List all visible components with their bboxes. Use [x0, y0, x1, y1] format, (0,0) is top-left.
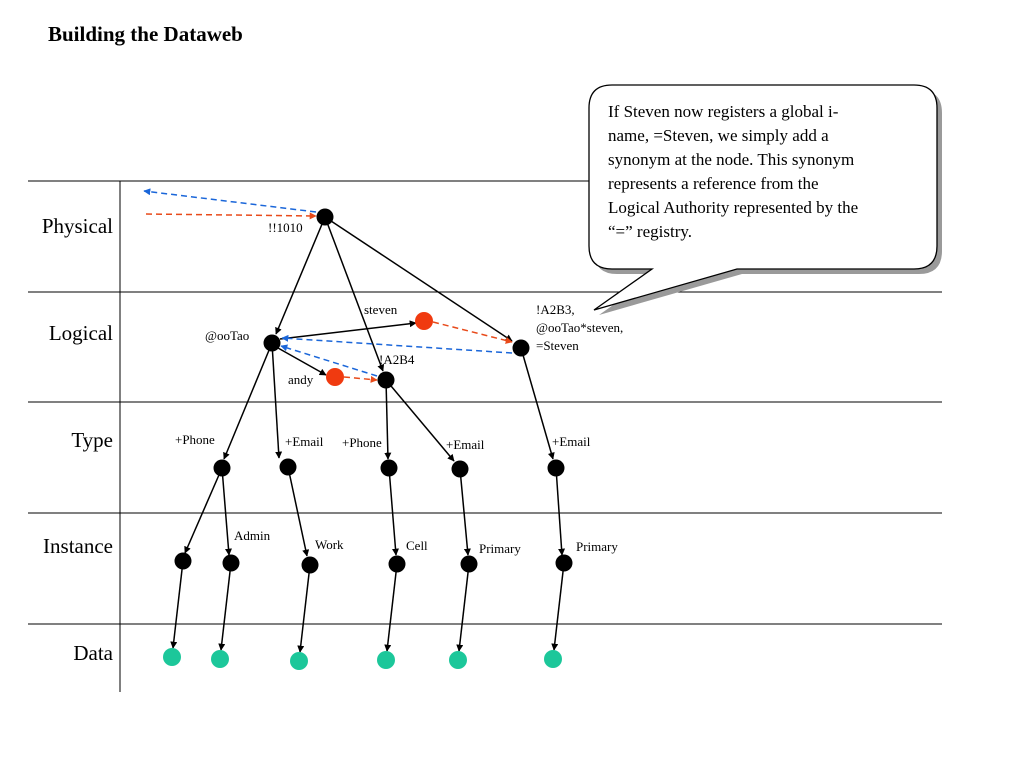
instance-node: [301, 556, 319, 574]
edge: [384, 379, 392, 460]
data-nodes: [163, 648, 562, 670]
instance-node: [222, 554, 240, 572]
edge: [170, 560, 184, 649]
edge: [555, 467, 566, 556]
type-node: [213, 459, 231, 477]
layer-label-instance: Instance: [43, 534, 113, 558]
layer-label-logical: Logical: [49, 321, 113, 345]
edge: [221, 467, 232, 556]
a2b4-label: !A2B4: [379, 352, 415, 367]
andy-label: andy: [288, 372, 314, 387]
callout-line-1: If Steven now registers a global i-: [608, 102, 839, 121]
blue-reference-edges: [143, 188, 513, 377]
edge: [384, 563, 398, 652]
graph-edges: [170, 216, 566, 653]
callout-bubble: [588, 84, 938, 311]
callout-line-6: “=” registry.: [608, 222, 692, 241]
instance-node: [460, 555, 478, 573]
slide-title: Building the Dataweb: [48, 22, 243, 46]
instance-label-work: Work: [315, 537, 344, 552]
steven-label: steven: [364, 302, 398, 317]
a2b3-label-line-1: !A2B3,: [536, 302, 575, 317]
a2b3-label-line-3: =Steven: [536, 338, 579, 353]
type-node: [380, 459, 398, 477]
data-node: [544, 650, 562, 668]
type-node: [279, 458, 297, 476]
edge: [279, 320, 417, 340]
edge: [277, 347, 327, 376]
layer-label-physical: Physical: [42, 214, 113, 238]
steven-reference-node: [415, 312, 433, 330]
physical-node: [316, 208, 334, 226]
data-node: [377, 651, 395, 669]
instance-label-primary: Primary: [576, 539, 618, 554]
node-labels: !!1010 steven @ooTao andy !A2B4 !A2B3, @…: [175, 220, 623, 556]
a2b3-label-line-2: @ooTao*steven,: [536, 320, 623, 335]
edge: [520, 347, 555, 460]
edge: [275, 216, 326, 335]
reference-nodes: [326, 312, 433, 386]
type-label-email: +Email: [446, 437, 485, 452]
red-reference-edge: [145, 212, 317, 220]
type-label-phone: +Phone: [175, 432, 215, 447]
edge: [388, 467, 399, 556]
layer-label-data: Data: [73, 641, 113, 665]
edge: [223, 342, 273, 460]
blue-reference-edge: [280, 344, 378, 377]
callout-line-4: represents a reference from the: [608, 174, 818, 193]
instance-node: [174, 552, 192, 570]
edge: [218, 562, 232, 651]
edge: [551, 562, 565, 651]
a2b4-node: [377, 371, 395, 389]
type-label-phone: +Phone: [342, 435, 382, 450]
instance-label-primary: Primary: [479, 541, 521, 556]
red-reference-edge: [432, 321, 513, 344]
edge: [297, 564, 311, 653]
callout-line-2: name, =Steven, we simply add a: [608, 126, 829, 145]
type-node: [451, 460, 469, 478]
data-node: [163, 648, 181, 666]
layer-labels: Physical Logical Type Instance Data: [42, 214, 114, 665]
edge: [385, 379, 455, 462]
type-label-email: +Email: [285, 434, 324, 449]
data-node: [290, 652, 308, 670]
edge: [271, 342, 283, 459]
edge: [456, 563, 470, 652]
instance-node: [388, 555, 406, 573]
red-reference-edge: [343, 375, 378, 383]
edge: [184, 467, 223, 554]
blue-reference-edge: [143, 188, 317, 213]
layer-label-type: Type: [71, 428, 113, 452]
red-reference-edges: [145, 212, 513, 383]
type-node: [547, 459, 565, 477]
steven-node: [512, 339, 530, 357]
blue-reference-edge: [281, 334, 513, 354]
graph-nodes: [174, 208, 573, 574]
callout-line-5: Logical Authority represented by the: [608, 198, 858, 217]
instance-node: [555, 554, 573, 572]
callout: If Steven now registers a global i- name…: [588, 84, 942, 315]
ootao-label: @ooTao: [205, 328, 249, 343]
type-label-email: +Email: [552, 434, 591, 449]
edge: [324, 216, 513, 342]
data-node: [211, 650, 229, 668]
ootao-node: [263, 334, 281, 352]
edge: [459, 468, 471, 556]
callout-line-3: synonym at the node. This synonym: [608, 150, 854, 169]
edge: [324, 216, 385, 372]
andy-reference-node: [326, 368, 344, 386]
data-node: [449, 651, 467, 669]
edge: [287, 466, 310, 557]
physical-id-label: !!1010: [268, 220, 303, 235]
instance-label-cell: Cell: [406, 538, 428, 553]
instance-label-admin: Admin: [234, 528, 271, 543]
